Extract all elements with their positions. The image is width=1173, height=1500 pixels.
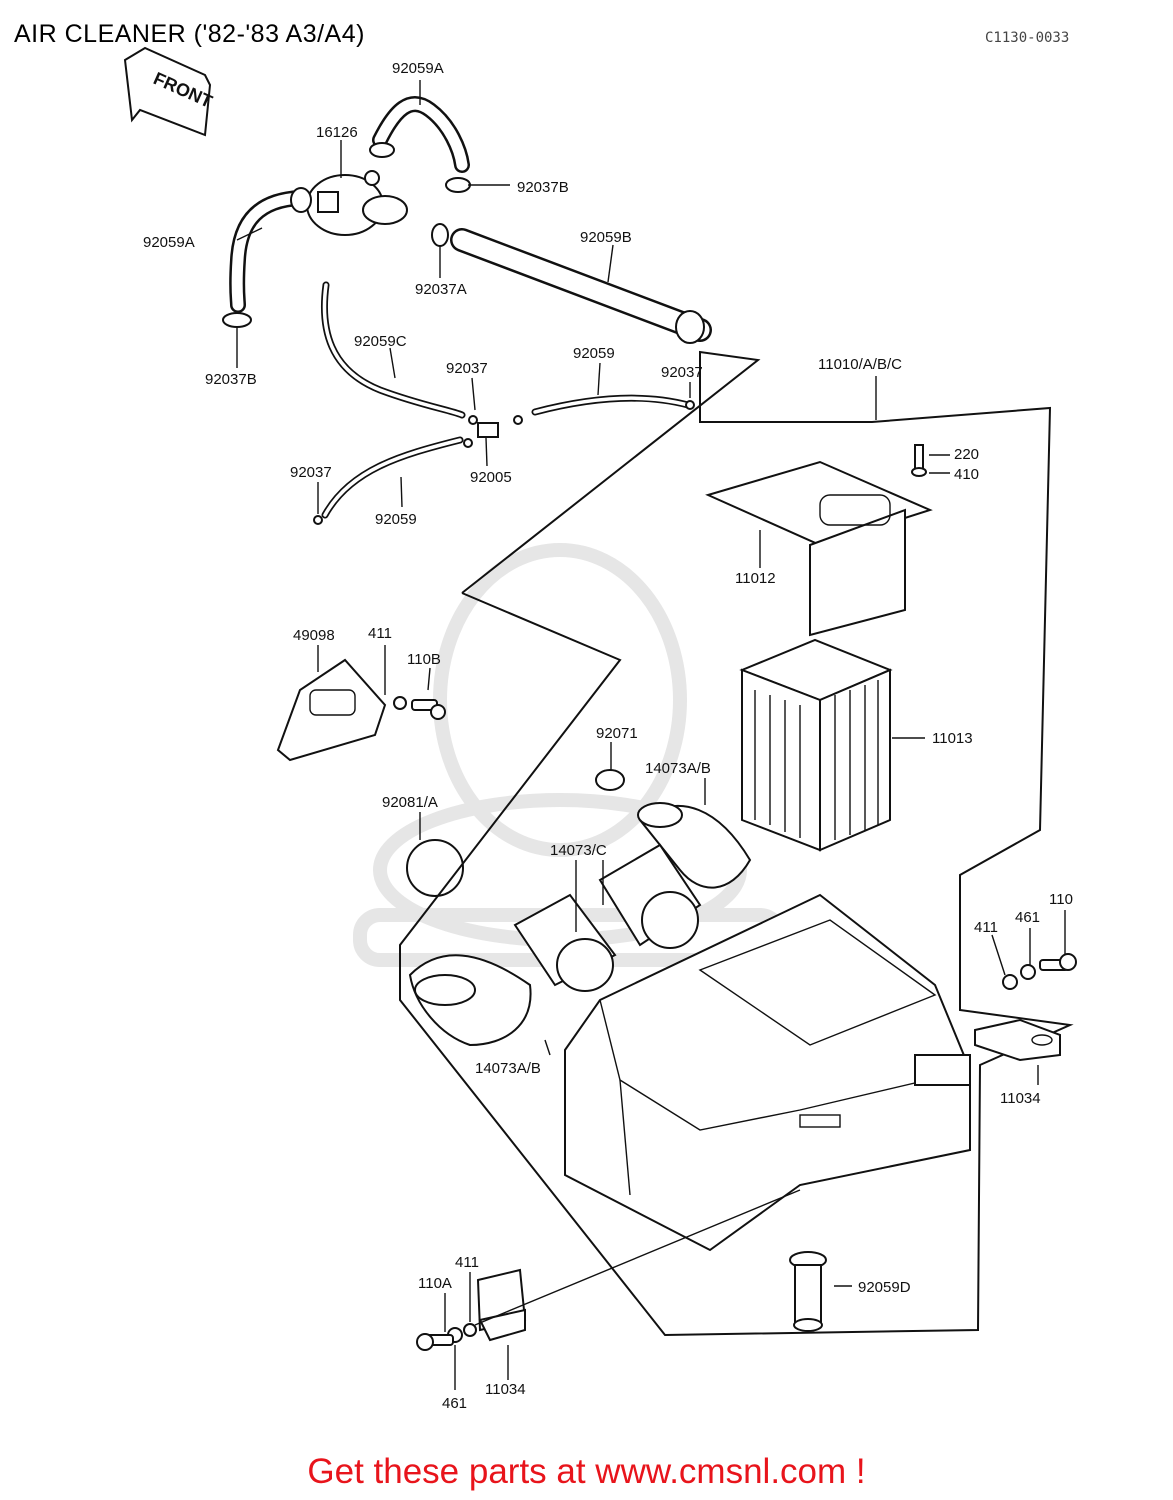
label-92037a: 92037A [415,281,467,298]
bracket-49098 [276,658,446,762]
hose-92059a-left [229,190,308,313]
label-410: 410 [954,466,979,483]
label-411-right: 411 [974,919,998,936]
tube-92059c [320,281,466,419]
label-461-bottom: 461 [442,1395,467,1412]
front-arrow-icon: FRONT [123,46,215,137]
label-92059-a: 92059 [573,345,615,362]
hardware-right [974,953,1077,1062]
label-110b: 110B [407,651,441,668]
label-11010: 11010/A/B/C [818,356,902,373]
tube-92059-right [531,394,692,416]
label-14073ab-top: 14073A/B [645,760,711,777]
label-14073ab-bottom: 14073A/B [475,1060,541,1077]
assembly-outline [399,350,1074,1337]
label-92037-c: 92037 [661,364,703,381]
label-92037b-top: 92037B [517,179,569,196]
parts-diagram: FRONT [123,46,1077,1412]
duct-14073c-b [513,893,617,992]
promo-link[interactable]: Get these parts at www.cmsnl.com ! [307,1452,866,1491]
hose-92059b [450,228,712,344]
part-labels: 92059A 16126 92037B 92059A 92059B 92037A… [143,60,1073,1412]
fitting-92005 [313,400,695,525]
label-92059-b: 92059 [375,511,417,528]
label-92059b: 92059B [580,229,632,246]
diagram-code: C1130-0033 [985,30,1070,46]
label-110-right: 110 [1049,891,1073,908]
label-92059a-left: 92059A [143,234,195,251]
label-92059d: 92059D [858,1279,911,1296]
label-92081a: 92081/A [382,794,438,811]
drain-92059d [789,1251,827,1332]
label-14073c: 14073/C [550,842,607,859]
label-110a: 110A [418,1275,452,1292]
reed-valve-16126 [306,170,408,236]
label-92059a-top: 92059A [392,60,444,77]
filter-element-11013 [739,638,893,852]
label-411-a: 411 [368,625,392,642]
leader-lines [236,80,1066,1390]
label-461-right: 461 [1015,909,1040,926]
hose-92059a-top [372,96,470,173]
label-11034-bottom: 11034 [485,1381,526,1398]
hardware-bottom [416,1268,527,1351]
label-92037b-left: 92037B [205,371,257,388]
duct-14073ab-top [637,802,752,889]
tube-92059-lower [321,436,464,519]
o-ring-92081a [406,839,464,897]
label-16126: 16126 [316,124,358,141]
cover-11012 [705,444,933,637]
label-11034-right: 11034 [1000,1090,1041,1107]
label-92005: 92005 [470,469,512,486]
air-box-housing [564,893,971,1252]
label-92037-b: 92037 [290,464,332,481]
label-411-bottom: 411 [455,1254,479,1271]
duct-14073ab-bottom [408,954,532,1047]
diagram-title: AIR CLEANER ('82-'83 A3/A4) [14,20,365,48]
label-220: 220 [954,446,979,463]
label-92071: 92071 [596,725,638,742]
label-11013: 11013 [932,730,973,747]
grommet-92071 [595,769,625,791]
label-92037-a: 92037 [446,360,488,377]
label-11012: 11012 [735,570,776,587]
clamps [222,142,471,328]
label-92059c: 92059C [354,333,407,350]
duct-14073c-a [598,843,702,949]
label-49098: 49098 [293,627,335,644]
